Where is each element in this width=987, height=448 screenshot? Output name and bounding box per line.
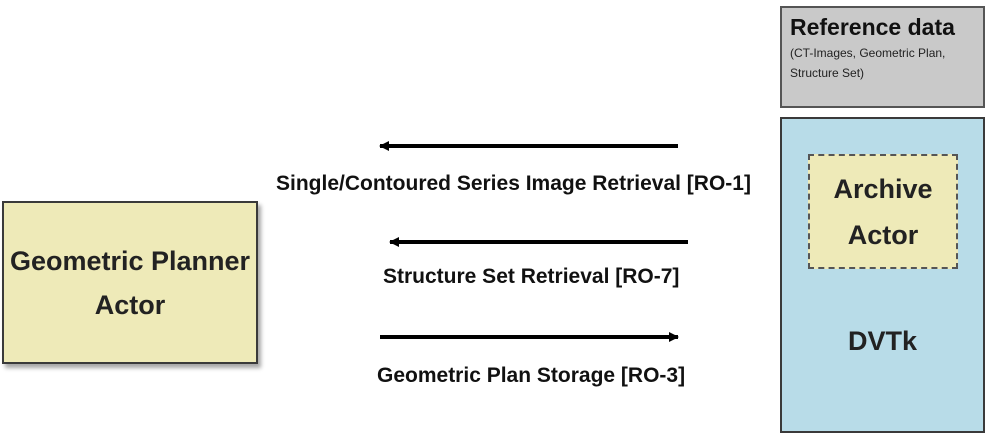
dvtk-label: DVTk (847, 326, 918, 356)
archive-label-line2: Actor (847, 219, 919, 250)
reference-data-subtitle-line2: Structure Set) (790, 66, 865, 80)
reference-data-subtitle-line1: (CT-Images, Geometric Plan, (790, 46, 946, 60)
transaction-label-ro1: Single/Contoured Series Image Retrieval … (276, 172, 751, 195)
planner-label-line1: Geometric Planner (9, 245, 251, 276)
reference-data-title: Reference data (790, 14, 955, 40)
transaction-label-ro7: Structure Set Retrieval [RO-7] (383, 265, 680, 288)
planner-label-line2: Actor (94, 289, 166, 320)
geometric-planner-actor-box: Geometric Planner Actor (2, 201, 258, 364)
archive-actor-box: Archive Actor (808, 154, 958, 269)
archive-label-line1: Archive (833, 173, 933, 204)
transaction-label-ro3: Geometric Plan Storage [RO-3] (377, 364, 686, 387)
reference-data-box: Reference data (CT-Images, Geometric Pla… (780, 6, 985, 108)
